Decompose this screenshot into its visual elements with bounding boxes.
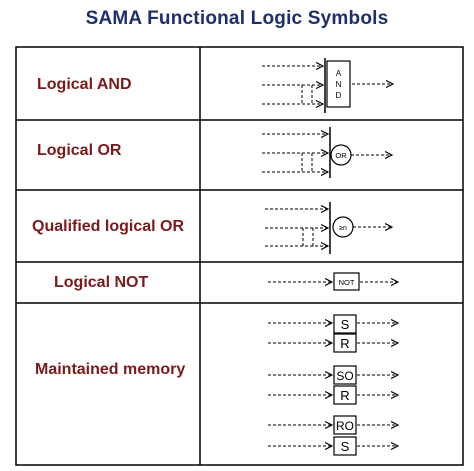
memory-block-2-bottom-text: R <box>340 388 349 403</box>
not-symbol <box>268 272 398 291</box>
memory-block-1-top-text: S <box>341 317 350 332</box>
label-logical-and: Logical AND <box>37 76 132 93</box>
not-box <box>333 272 360 291</box>
label-logical-not: Logical NOT <box>54 274 149 291</box>
and-box <box>326 60 351 108</box>
memory-block-3-bottom-text: S <box>341 439 350 454</box>
and-box-text-d: D <box>336 91 342 100</box>
memory-symbol <box>268 314 398 456</box>
memory-block-3-bottom <box>333 436 357 456</box>
memory-block-2-top-text: SO <box>336 369 353 383</box>
label-maintained-memory: Maintained memory <box>35 361 186 378</box>
and-symbol <box>262 58 393 113</box>
memory-block-1-bottom-text: R <box>340 336 349 351</box>
and-box-text-a: A <box>336 69 342 78</box>
not-box-text: NOT <box>339 278 355 287</box>
label-qualified-logical-or: Qualified logical OR <box>32 218 185 235</box>
table-border <box>15 46 464 466</box>
qualified-or-symbol <box>265 202 392 254</box>
or-symbol <box>262 127 392 178</box>
memory-block-3-top <box>333 415 357 435</box>
qualified-or-text: ≥n <box>339 225 347 232</box>
page-title: SAMA Functional Logic Symbols <box>85 8 389 29</box>
memory-block-1-top <box>333 314 357 334</box>
memory-block-2-top <box>333 365 357 385</box>
memory-block-2-bottom <box>333 385 357 405</box>
or-circle-text: OR <box>335 151 347 160</box>
memory-block-1-bottom <box>333 333 357 353</box>
and-box-text-n: N <box>336 80 342 89</box>
label-logical-or: Logical OR <box>37 142 122 159</box>
memory-block-3-top-text: RO <box>336 419 354 433</box>
